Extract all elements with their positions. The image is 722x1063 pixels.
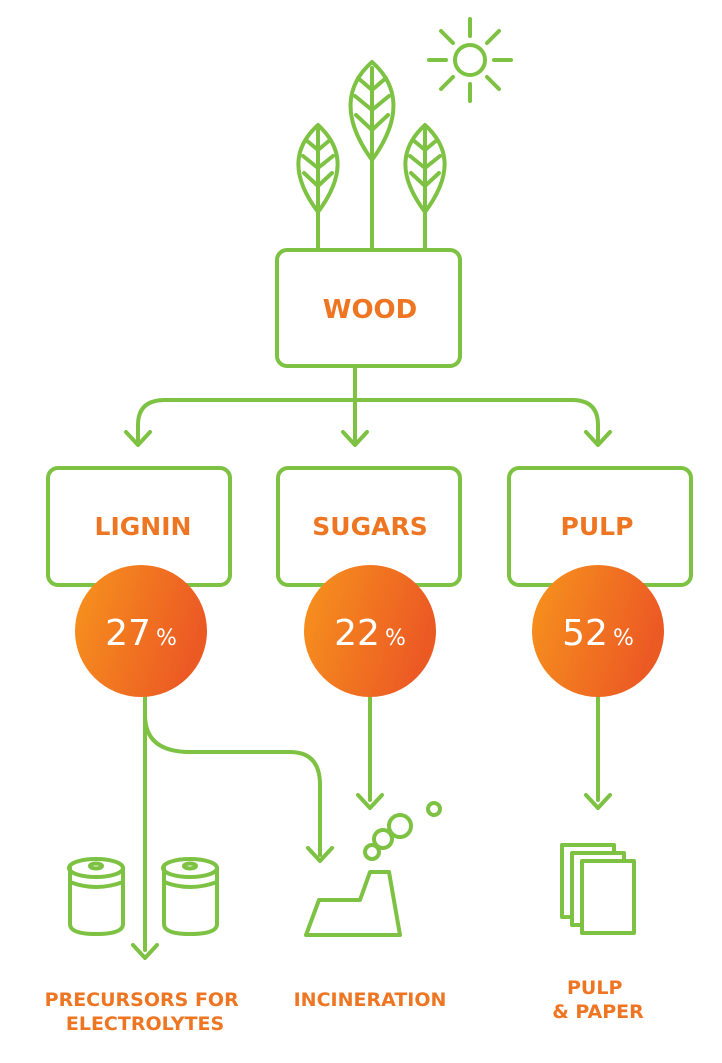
pulp-percent-circle <box>532 565 664 697</box>
lignin-percent: 27% <box>105 613 177 654</box>
battery-icon <box>67 857 125 936</box>
lower-connectors <box>143 688 600 952</box>
paper-stack-icon <box>560 843 636 935</box>
lignin-percent-circle <box>75 565 207 697</box>
arrow-icon <box>131 943 159 960</box>
arrow-icon <box>356 793 384 810</box>
pulp-label: PULP <box>561 512 634 541</box>
sugars-percent: 22% <box>334 613 406 654</box>
arrow-icon <box>341 430 369 447</box>
arrow-icon <box>584 430 612 447</box>
pulp-paper-label: PULP & PAPER <box>552 977 644 1023</box>
precursors-label: PRECURSORS FOR ELECTROLYTES <box>45 989 246 1035</box>
smoke-icon <box>363 801 442 861</box>
precursors-line-1: PRECURSORS FOR <box>45 989 239 1011</box>
lignin-label: LIGNIN <box>95 512 192 541</box>
leaf-icon <box>296 123 340 252</box>
arrow-icon <box>306 846 334 863</box>
pulp-paper-line-2: & PAPER <box>552 1001 644 1023</box>
factory-icon <box>304 870 402 937</box>
pulp-paper-line-1: PULP <box>567 977 622 999</box>
split-arrows <box>136 366 600 446</box>
pulp-percent: 52% <box>562 613 634 654</box>
wood-label: WOOD <box>323 295 417 325</box>
arrow-icon <box>124 430 152 447</box>
leaf-icon <box>348 60 396 252</box>
arrow-icon <box>584 793 612 810</box>
wood-box <box>275 248 462 368</box>
precursors-line-2: ELECTROLYTES <box>66 1013 224 1035</box>
sun-icon <box>427 17 513 103</box>
incineration-label: INCINERATION <box>294 989 447 1011</box>
leaf-icon <box>403 123 447 252</box>
sugars-percent-circle <box>304 565 436 697</box>
sugars-label: SUGARS <box>312 512 427 541</box>
battery-icon <box>161 857 219 936</box>
